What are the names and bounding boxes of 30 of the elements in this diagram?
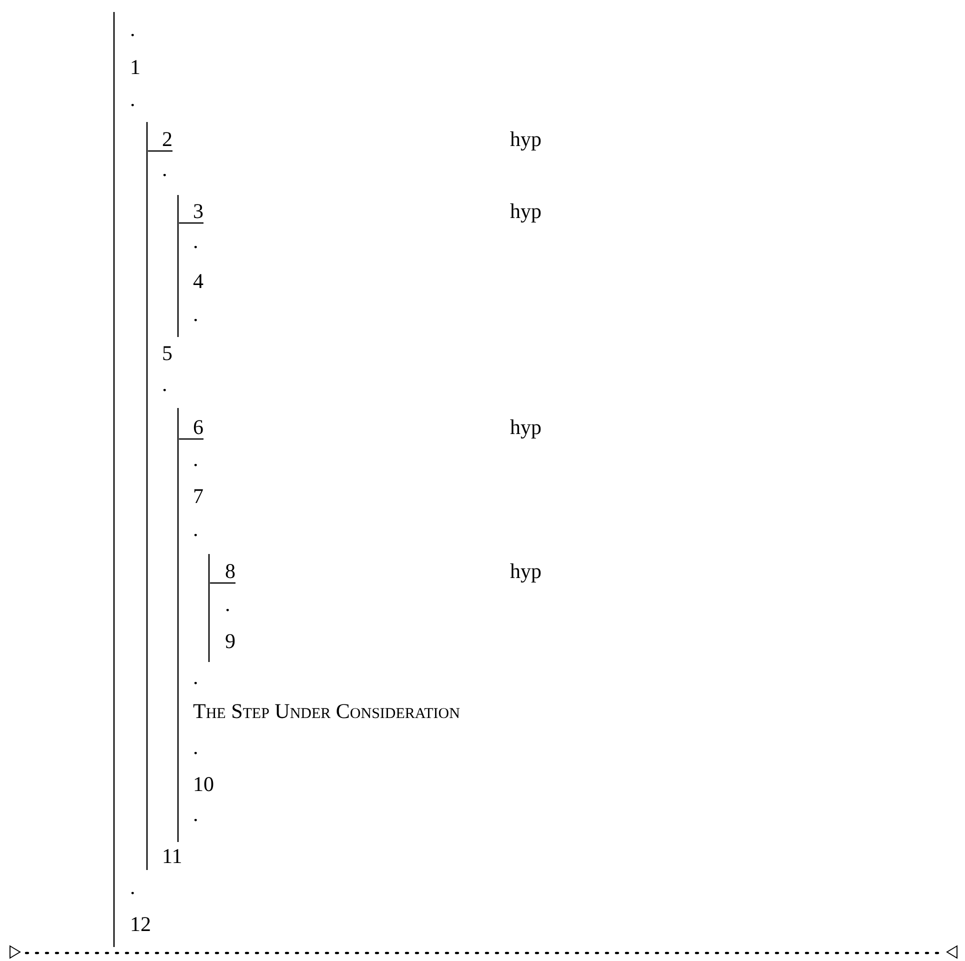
proof-line: 11 xyxy=(162,844,182,868)
ellipsis-mark: . xyxy=(193,735,198,759)
ellipsis-mark: . xyxy=(225,592,230,616)
step-text: The Step Under Consideration xyxy=(193,699,460,723)
proof-line: 7 xyxy=(193,484,204,508)
ellipsis-mark: . xyxy=(193,665,198,689)
proof-line: 8 xyxy=(225,559,236,583)
proof-line: 3 xyxy=(193,199,204,223)
ellipsis-mark: . xyxy=(130,875,136,899)
ellipsis-mark: . xyxy=(193,447,198,471)
ellipsis-mark: . xyxy=(193,802,198,826)
ellipsis-mark: . xyxy=(130,87,136,111)
ellipsis-mark: . xyxy=(193,517,198,541)
proof-line: 6 xyxy=(193,415,204,439)
ellipsis-mark: . xyxy=(193,229,198,253)
proof-line: 12 xyxy=(130,912,151,936)
ellipsis-mark: . xyxy=(162,157,168,181)
proof-line: 9 xyxy=(225,629,236,653)
ellipsis-mark: . xyxy=(193,302,198,326)
justification-label: hyp xyxy=(510,559,542,583)
ellipsis-mark: . xyxy=(130,17,136,41)
justification-label: hyp xyxy=(510,199,542,223)
proof-line: 2 xyxy=(162,127,172,151)
proof-line: 4 xyxy=(193,269,204,293)
proof-line: 1 xyxy=(130,55,140,79)
proof-line: 5 xyxy=(162,341,172,365)
justification-label: hyp xyxy=(510,127,542,151)
ellipsis-mark: . xyxy=(162,372,168,396)
justification-label: hyp xyxy=(510,415,542,439)
proof-line: 10 xyxy=(193,772,214,796)
